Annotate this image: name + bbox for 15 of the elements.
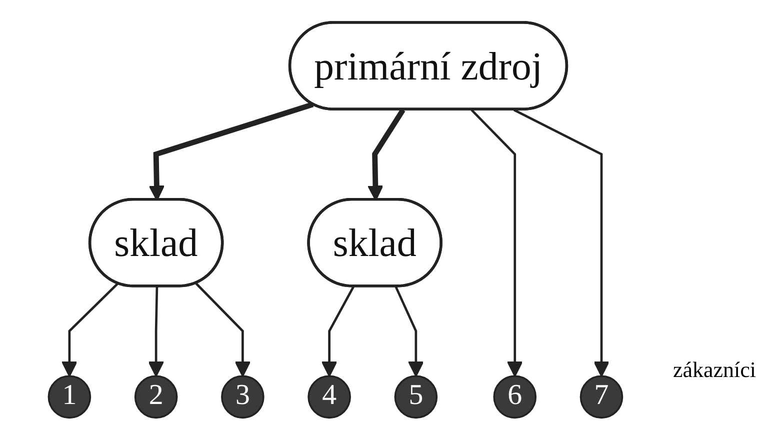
node-circle: 5: [394, 375, 438, 419]
arrow: [470, 109, 523, 377]
node-circle: 1: [48, 375, 92, 419]
arrow: [321, 286, 354, 377]
arrow: [62, 282, 118, 377]
node-circle: 6: [493, 375, 537, 419]
arrow: [513, 108, 610, 377]
node-circle: 4: [308, 375, 351, 419]
group-label: zákazníci: [672, 357, 756, 383]
node-circle: 7: [580, 375, 624, 419]
node-circle: 2: [134, 375, 178, 419]
arrow: [195, 282, 251, 377]
arrow: [148, 286, 164, 377]
node-circle: 3: [221, 375, 264, 419]
arrow: [394, 286, 424, 377]
